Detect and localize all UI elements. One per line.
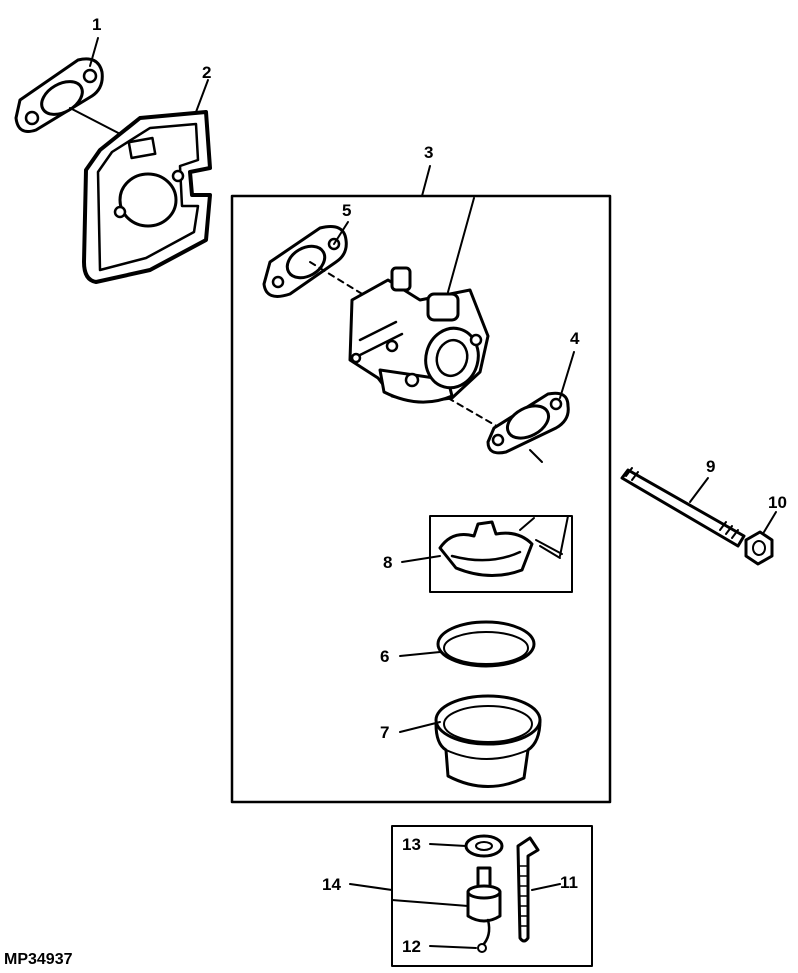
callout-9: 9 <box>706 457 715 476</box>
leader-4 <box>559 351 575 399</box>
leader-2 <box>195 79 209 113</box>
part-10-nut <box>744 530 774 566</box>
leader-11 <box>531 883 561 891</box>
part-1-gasket <box>14 57 104 133</box>
carburetor-body <box>348 266 490 404</box>
leader-14b <box>391 899 469 907</box>
figure-id: MP34937 <box>4 951 73 968</box>
leader-8 <box>401 555 441 563</box>
callout-10: 10 <box>768 493 787 512</box>
part-8-frame <box>429 515 573 593</box>
leader-3 <box>421 165 431 197</box>
leader-7 <box>399 721 441 733</box>
callout-8: 8 <box>383 553 392 572</box>
leader-4b <box>529 449 543 463</box>
part-5-gasket <box>262 225 348 298</box>
leader-carb-dash <box>447 397 501 429</box>
part-11-strap <box>516 836 540 943</box>
part-4-gasket <box>486 391 570 455</box>
callout-2: 2 <box>202 63 211 82</box>
leader-9 <box>689 477 709 503</box>
leader-1 <box>89 37 99 67</box>
leader-10 <box>763 511 777 533</box>
callout-14: 14 <box>322 875 341 894</box>
callout-3: 3 <box>424 143 433 162</box>
callout-11: 11 <box>560 873 578 892</box>
part-14-solenoid <box>466 866 502 953</box>
callout-7: 7 <box>380 723 389 742</box>
part-2-bracket <box>82 110 212 284</box>
part-9-bolt <box>620 467 746 548</box>
callout-6: 6 <box>380 647 389 666</box>
leader-carb <box>447 197 475 293</box>
leader-12 <box>429 945 477 949</box>
callout-5: 5 <box>342 201 351 220</box>
part-7-bowl <box>434 694 542 788</box>
part-8-float <box>438 515 569 578</box>
callout-4: 4 <box>570 329 580 348</box>
leader-13 <box>429 843 467 847</box>
part-13-washer <box>464 834 504 858</box>
leader-14 <box>349 883 393 891</box>
callout-1: 1 <box>92 15 101 34</box>
kit-frame <box>391 825 593 967</box>
callout-12: 12 <box>402 937 421 956</box>
leader-5 <box>333 221 349 245</box>
callout-13: 13 <box>402 835 421 854</box>
part-6-seal <box>436 620 536 668</box>
leader-6 <box>399 651 441 657</box>
